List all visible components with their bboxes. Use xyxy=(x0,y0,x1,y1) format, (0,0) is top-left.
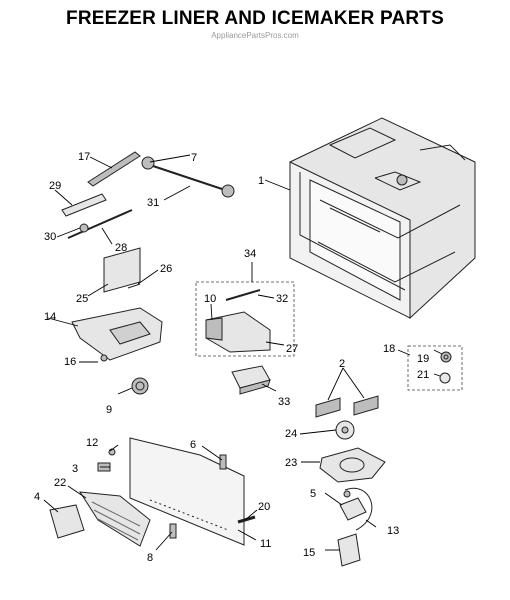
ice-bucket-icon[interactable] xyxy=(231,365,271,395)
block-part-4[interactable] xyxy=(49,504,85,539)
callout-11: 11 xyxy=(260,538,271,550)
callout-21: 21 xyxy=(417,369,429,381)
callout-34: 34 xyxy=(244,248,256,260)
callout-10: 10 xyxy=(204,293,216,305)
grille-part-22[interactable] xyxy=(79,491,151,547)
icemaker-kit-box xyxy=(195,281,295,357)
callout-25: 25 xyxy=(76,293,88,305)
shaft-part-31[interactable] xyxy=(141,156,235,198)
leader-lines xyxy=(43,154,443,551)
callout-13: 13 xyxy=(387,525,399,537)
callout-14: 14 xyxy=(44,311,56,323)
callout-33: 33 xyxy=(278,396,290,408)
rod-part-28[interactable] xyxy=(67,209,133,239)
callout-6: 6 xyxy=(190,439,196,451)
pads-part-2[interactable] xyxy=(315,395,379,418)
seal-part-21[interactable] xyxy=(439,372,451,384)
callout-19: 19 xyxy=(417,353,429,365)
callout-18: 18 xyxy=(383,343,395,355)
callout-29: 29 xyxy=(49,180,61,192)
callout-17: 17 xyxy=(78,151,90,163)
callout-8: 8 xyxy=(147,552,153,564)
fan-part-24[interactable] xyxy=(335,420,355,440)
callout-24: 24 xyxy=(285,428,297,440)
callout-20: 20 xyxy=(258,501,270,513)
callout-12: 12 xyxy=(86,437,98,449)
callout-31: 31 xyxy=(147,197,159,209)
callout-23: 23 xyxy=(285,457,297,469)
callout-4: 4 xyxy=(34,491,40,503)
callout-26: 26 xyxy=(160,263,172,275)
harness-part-13[interactable] xyxy=(344,487,373,531)
callout-1: 1 xyxy=(258,175,264,187)
watermark: AppliancePartsPros.com xyxy=(211,31,299,40)
page-title: FREEZER LINER AND ICEMAKER PARTS xyxy=(66,8,444,29)
callout-2: 2 xyxy=(339,358,345,370)
clip-part-8[interactable] xyxy=(169,523,177,539)
callout-9: 9 xyxy=(106,404,112,416)
callout-16: 16 xyxy=(64,356,76,368)
callout-32: 32 xyxy=(276,293,288,305)
bracket-part-15[interactable] xyxy=(337,533,361,567)
auger-motor-icon[interactable] xyxy=(131,377,149,395)
pin-part-6[interactable] xyxy=(219,454,227,470)
callout-3: 3 xyxy=(72,463,78,475)
motor-part-5[interactable] xyxy=(339,490,367,521)
housing-part-14[interactable] xyxy=(71,307,163,362)
callout-27: 27 xyxy=(286,343,298,355)
valve-part-19[interactable] xyxy=(440,351,452,363)
icemaker-assembly-icon[interactable] xyxy=(205,289,271,353)
housing-part-23[interactable] xyxy=(319,447,386,483)
tube-part-20[interactable] xyxy=(237,515,256,524)
callout-5: 5 xyxy=(310,488,316,500)
callout-22: 22 xyxy=(54,477,66,489)
callout-30: 30 xyxy=(44,231,56,243)
cover-part-11[interactable] xyxy=(129,437,245,546)
callout-15: 15 xyxy=(303,547,315,559)
callout-7: 7 xyxy=(191,152,197,164)
bracket-part-29[interactable] xyxy=(61,193,107,217)
callout-28: 28 xyxy=(115,242,127,254)
plate-part-25[interactable] xyxy=(103,247,141,293)
kit-box-18 xyxy=(407,345,463,391)
freezer-liner-icon[interactable] xyxy=(289,117,476,320)
rail-part-17[interactable] xyxy=(87,151,141,187)
